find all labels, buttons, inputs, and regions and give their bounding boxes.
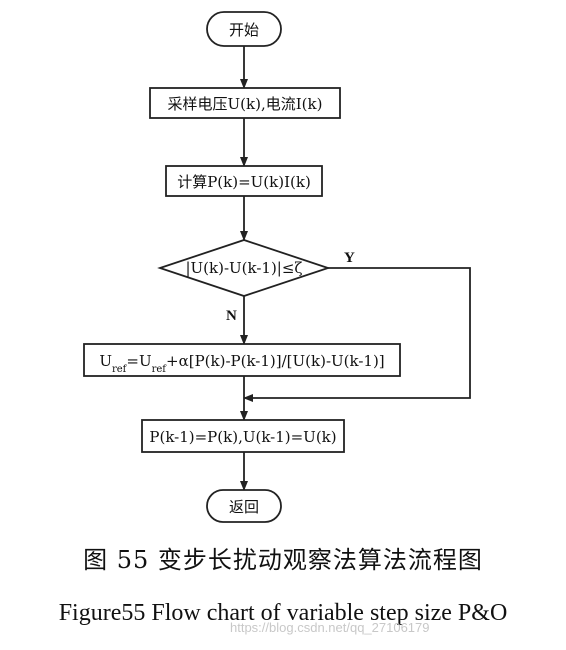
edge-decision-yes xyxy=(243,267,471,402)
end-node: 返回 xyxy=(206,489,282,523)
caption-chinese: 图 55 变步长扰动观察法算法流程图 xyxy=(83,546,483,574)
store-node: P(k-1)=P(k),U(k-1)=U(k) xyxy=(141,419,345,453)
caption-english: Figure55 Flow chart of variable step siz… xyxy=(58,600,508,626)
sample-node: 采样电压U(k),电流I(k) xyxy=(149,87,341,119)
watermark: https://blog.csdn.net/qq_27106179 xyxy=(230,620,430,635)
compute-node: 计算P(k)=U(k)I(k) xyxy=(165,165,323,197)
sample-label: 采样电压U(k),电流I(k) xyxy=(168,95,323,113)
store-label: P(k-1)=P(k),U(k-1)=U(k) xyxy=(149,428,336,446)
yes-label: Y xyxy=(344,250,355,266)
decision-label: |U(k)-U(k-1)|≤ζ xyxy=(185,259,302,277)
no-label: N xyxy=(226,308,237,324)
compute-label: 计算P(k)=U(k)I(k) xyxy=(177,173,311,191)
end-label: 返回 xyxy=(229,498,259,516)
start-node: 开始 xyxy=(206,11,282,47)
update-node: Uref=Uref+α[P(k)-P(k-1)]/[U(k)-U(k-1)] xyxy=(83,343,401,377)
decision-node: |U(k)-U(k-1)|≤ζ xyxy=(157,239,331,297)
flowchart: 开始 采样电压U(k),电流I(k) 计算P(k)=U(k)I(k) |U(k)… xyxy=(83,11,471,523)
update-label: Uref=Uref+α[P(k)-P(k-1)]/[U(k)-U(k-1)] xyxy=(99,352,384,375)
start-label: 开始 xyxy=(229,21,259,39)
